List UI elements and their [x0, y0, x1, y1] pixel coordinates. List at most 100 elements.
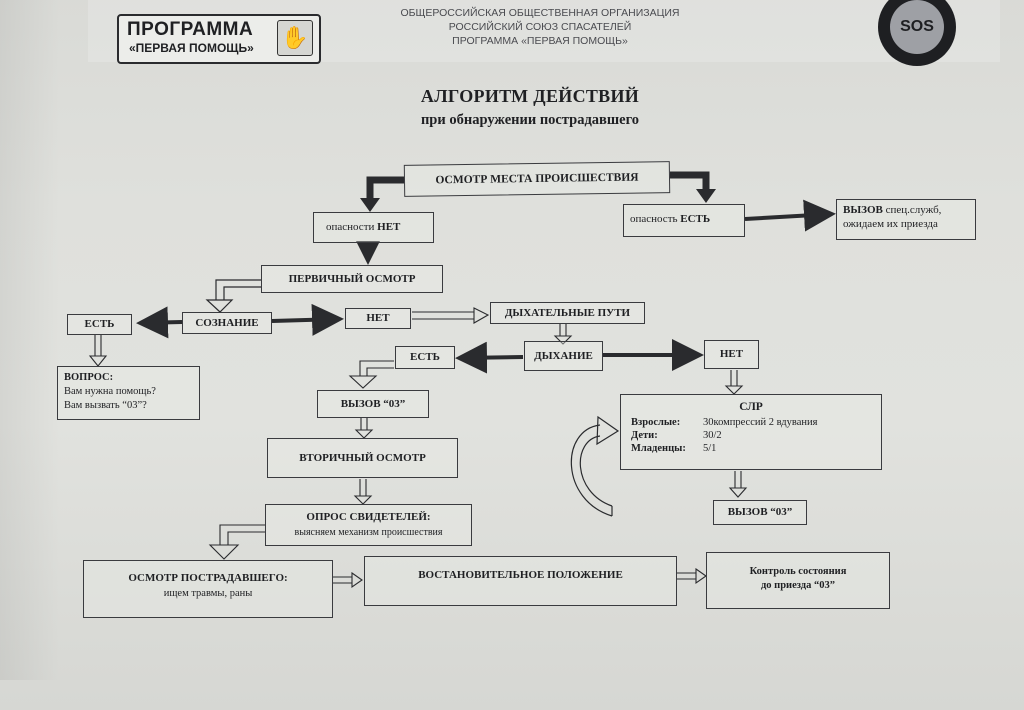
call-services-line2: ожидаем их приезда	[843, 218, 938, 230]
breath-no-label: НЕТ	[719, 348, 744, 360]
arrowhead-no-danger	[360, 198, 380, 212]
emblem-sos: SOS	[890, 0, 944, 54]
call-services-rest: спец.служб,	[885, 204, 942, 216]
arrow-secondary-to-witness	[359, 479, 367, 496]
arrowhead-victim	[208, 544, 240, 560]
no-danger-word: НЕТ	[377, 221, 401, 233]
arrowhead-breathing	[553, 335, 573, 345]
cpr-row-infants: Младенцы: 5/1	[631, 442, 871, 455]
cpr-box: СЛР Взрослые: 30компрессий 2 вдувания Дет…	[620, 394, 882, 470]
repeat-cycle-arrowhead	[596, 415, 620, 446]
question-line-1: Вам нужна помощь?	[64, 386, 156, 397]
consciousness-no-box: НЕТ	[345, 308, 411, 329]
secondary-exam-label: ВТОРИЧНЫЙ ОСМОТР	[299, 452, 426, 464]
org-line-3: ПРОГРАММА «ПЕРВАЯ ПОМОЩЬ»	[452, 35, 628, 47]
secondary-exam-box: ВТОРИЧНЫЙ ОСМОТР	[267, 438, 458, 478]
arrow-danger-to-services	[744, 199, 836, 232]
call-services-box: ВЫЗОВ спец.служб, ожидаем их приезда	[836, 199, 976, 240]
cpr-row-value: 30компрессий 2 вдувания	[703, 417, 818, 428]
flowchart-connectors	[88, 171, 836, 589]
arrowhead-cpr	[724, 385, 744, 395]
danger-prefix: опасность	[630, 213, 678, 225]
arrowhead-danger	[696, 189, 716, 203]
consciousness-no-label: НЕТ	[366, 312, 390, 324]
breathing-label: ДЫХАНИЕ	[534, 350, 593, 362]
first-aid-hand-icon: ✋	[277, 20, 313, 56]
arrow-primary-to-consciousness	[215, 279, 262, 300]
arrow-consciousness-to-no	[271, 303, 344, 336]
witness-survey-subtitle: выясняем механизм происшествия	[294, 527, 443, 538]
arrow-airways-to-breathing	[559, 323, 567, 336]
arrow-witness-to-victim	[219, 524, 266, 545]
question-title: ВОПРОС:	[64, 372, 114, 383]
repeat-cycle-arrow	[570, 424, 613, 517]
arrow-victim-to-recovery	[333, 576, 352, 584]
arrowhead-call03	[348, 375, 378, 389]
call-03-box: ВЫЗОВ “03”	[317, 390, 429, 418]
recovery-position-label: ВОСТАНОВИТЕЛЬНОЕ ПОЛОЖЕНИЕ	[418, 569, 623, 581]
arrowhead-airways	[473, 307, 490, 324]
org-line-2: РОССИЙСКИЙ СОЮЗ СПАСАТЕЛЕЙ	[448, 21, 632, 33]
witness-survey-box: ОПРОС СВИДЕТЕЛЕЙ: выясняем механизм прои…	[265, 504, 472, 546]
breath-yes-label: ЕСТЬ	[410, 351, 440, 363]
call-services-bold: ВЫЗОВ	[843, 204, 883, 216]
breath-no-box: НЕТ	[704, 340, 759, 369]
cpr-title: СЛР	[739, 401, 763, 413]
cpr-row-value: 5/1	[703, 443, 717, 454]
logo-subtitle: «ПЕРВАЯ ПОМОЩЬ»	[129, 41, 254, 55]
paper-shadow	[0, 0, 60, 680]
airways-label: ДЫХАТЕЛЬНЫЕ ПУТИ	[504, 307, 631, 319]
monitor-box: Контроль состояния до приезда “03”	[706, 552, 890, 609]
consciousness-label: СОЗНАНИЕ	[195, 317, 259, 329]
cpr-row-adults: Взрослые: 30компрессий 2 вдувания	[631, 416, 871, 429]
logo-title: ПРОГРАММА	[127, 19, 254, 40]
arrowhead-recovery	[351, 571, 363, 589]
consciousness-yes-label: ЕСТЬ	[84, 318, 115, 330]
arrowhead-witness	[353, 495, 373, 505]
cpr-row-label: Младенцы:	[631, 443, 686, 454]
arrowhead-secondary	[354, 429, 374, 439]
call-03-label: ВЫЗОВ “03”	[340, 398, 406, 410]
monitor-line-2: до приезда “03”	[760, 580, 835, 591]
arrow-call-to-secondary	[360, 418, 368, 430]
arrow-no-to-airways	[412, 311, 474, 320]
arrow-scene-to-danger	[670, 171, 710, 190]
danger-box: опасность ЕСТЬ	[623, 204, 745, 237]
cpr-row-value: 30/2	[703, 430, 722, 441]
arrowhead-call03-b	[728, 487, 748, 498]
page-title: АЛГОРИТМ ДЕЙСТВИЙ	[420, 86, 640, 106]
no-danger-box: опасности НЕТ	[313, 212, 434, 243]
primary-exam-box: ПЕРВИЧНЫЙ ОСМОТР	[261, 265, 443, 293]
org-line-1: ОБЩЕРОССИЙСКАЯ ОБЩЕСТВЕННАЯ ОРГАНИЗАЦИЯ	[400, 7, 680, 19]
arrowhead-consciousness	[205, 299, 234, 313]
organization-header: ОБЩЕРОССИЙСКАЯ ОБЩЕСТВЕННАЯ ОРГАНИЗАЦИЯ …	[380, 6, 700, 48]
arrow-breath-yes-to-call	[359, 360, 394, 376]
primary-exam-label: ПЕРВИЧНЫЙ ОСМОТР	[288, 273, 416, 285]
cpr-row-label: Взрослые:	[631, 417, 681, 428]
arrow-recovery-to-monitor	[677, 572, 696, 580]
breathing-box: ДЫХАНИЕ	[524, 341, 603, 371]
recovery-position-box: ВОСТАНОВИТЕЛЬНОЕ ПОЛОЖЕНИЕ	[364, 556, 677, 606]
arrow-scene-to-no-danger	[366, 176, 404, 200]
consciousness-box: СОЗНАНИЕ	[182, 312, 272, 334]
scene-inspection-label: ОСМОТР МЕСТА ПРОИСШЕСТВИЯ	[435, 171, 639, 187]
airways-box: ДЫХАТЕЛЬНЫЕ ПУТИ	[490, 302, 645, 324]
cpr-row-label: Дети:	[631, 430, 658, 441]
danger-word: ЕСТЬ	[680, 213, 711, 225]
cpr-row-children: Дети: 30/2	[631, 429, 871, 442]
consciousness-yes-box: ЕСТЬ	[67, 314, 132, 335]
question-box: ВОПРОС: Вам нужна помощь? Вам вызвать “0…	[57, 366, 200, 420]
question-line-2: Вам вызвать “03”?	[64, 400, 147, 411]
scene-inspection-box: ОСМОТР МЕСТА ПРОИСШЕСТВИЯ	[403, 161, 671, 197]
program-logo: ПРОГРАММА «ПЕРВАЯ ПОМОЩЬ» ✋	[117, 14, 321, 64]
arrow-breath-no-to-cpr	[730, 370, 738, 386]
call-03-b-box: ВЫЗОВ “03”	[713, 500, 807, 525]
monitor-line-1: Контроль состояния	[749, 566, 847, 577]
page-subtitle: при обнаружении пострадавшего	[420, 112, 640, 128]
call-03-b-label: ВЫЗОВ “03”	[727, 506, 793, 518]
victim-exam-subtitle: ищем травмы, раны	[163, 588, 253, 599]
arrowhead-question	[88, 355, 108, 367]
no-danger-prefix: опасности	[326, 221, 375, 233]
arrowhead-monitor	[695, 567, 707, 585]
